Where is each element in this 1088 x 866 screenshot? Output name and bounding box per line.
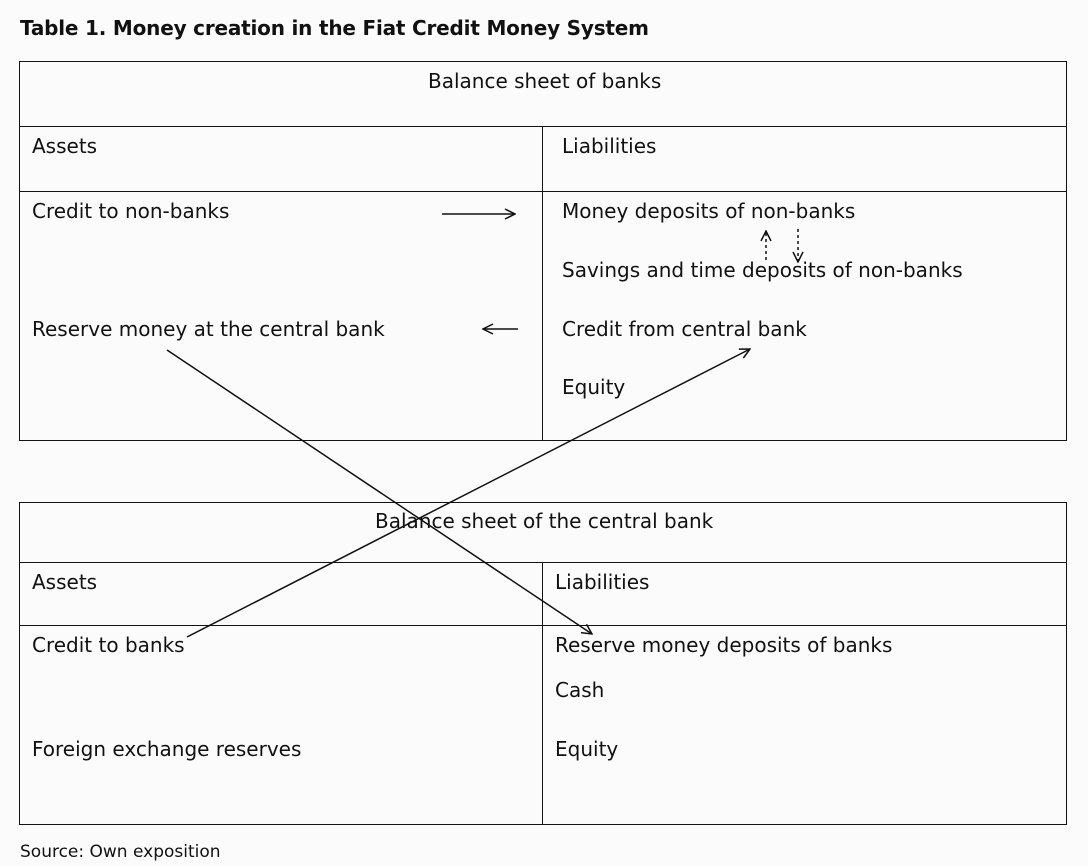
cb-asset-foreign-exchange: Foreign exchange reserves — [32, 737, 302, 761]
banks-liability-credit-from-central-bank: Credit from central bank — [562, 317, 807, 341]
banks-divider-headers — [19, 191, 1067, 192]
banks-liabilities-header: Liabilities — [562, 134, 657, 158]
banks-divider-columns — [542, 126, 543, 441]
central-bank-balance-sheet — [19, 502, 1067, 825]
cb-asset-credit-to-banks: Credit to banks — [32, 633, 185, 657]
banks-assets-header: Assets — [32, 134, 98, 158]
cb-divider-heading — [19, 562, 1067, 563]
banks-balance-sheet — [19, 61, 1067, 441]
cb-assets-header: Assets — [32, 570, 98, 594]
cb-liability-cash: Cash — [555, 678, 605, 702]
banks-asset-credit-to-non-banks: Credit to non-banks — [32, 199, 230, 223]
banks-liability-money-deposits: Money deposits of non-banks — [562, 199, 856, 223]
cb-divider-headers — [19, 625, 1067, 626]
table-title: Table 1. Money creation in the Fiat Cred… — [20, 16, 649, 40]
banks-liability-savings-deposits: Savings and time deposits of non-banks — [562, 258, 963, 282]
cb-divider-columns — [542, 562, 543, 825]
banks-heading: Balance sheet of banks — [428, 69, 662, 93]
banks-liability-equity: Equity — [562, 375, 626, 399]
source-note: Source: Own exposition — [20, 842, 221, 862]
banks-divider-heading — [19, 126, 1067, 127]
cb-liability-reserve-deposits: Reserve money deposits of banks — [555, 633, 893, 657]
cb-liability-equity: Equity — [555, 737, 619, 761]
cb-liabilities-header: Liabilities — [555, 570, 650, 594]
cb-heading: Balance sheet of the central bank — [375, 509, 714, 533]
banks-asset-reserve-money: Reserve money at the central bank — [32, 317, 385, 341]
